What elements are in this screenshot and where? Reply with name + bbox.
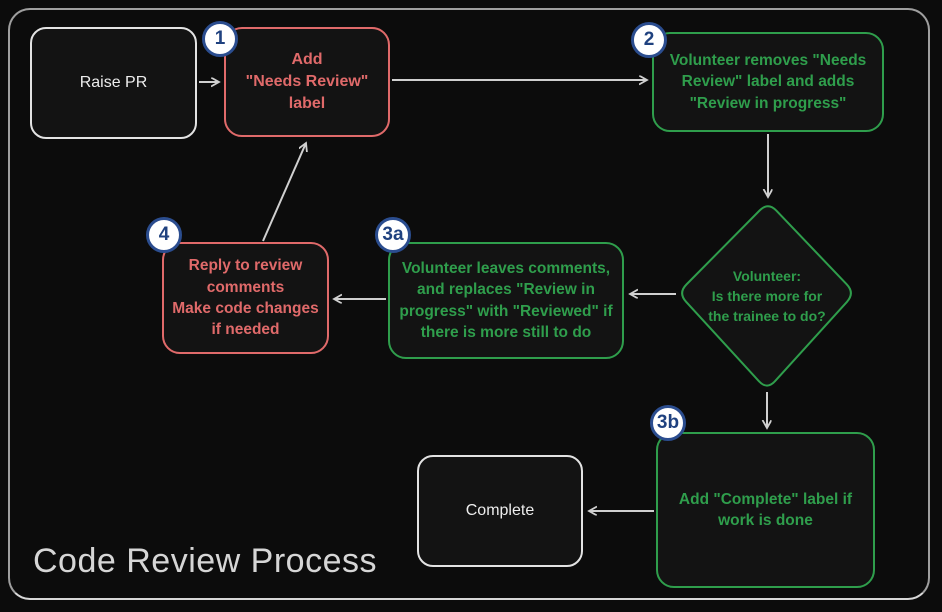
node-reply-to-review-text: Reply to review comments Make code chang… <box>172 257 319 339</box>
node-volunteer-removes-text: Volunteer removes "Needs Review" label a… <box>669 51 867 112</box>
arrow-step4-to-step1 <box>262 143 306 242</box>
node-volunteer-removes-label: 2 Volunteer removes "Needs Review" label… <box>631 22 884 132</box>
node-decision-diamond: Volunteer: Is there more for the trainee… <box>672 250 862 342</box>
step-badge-3b: 3b <box>650 405 686 441</box>
node-add-needs-review-label: 1 Add "Needs Review" label <box>202 21 390 137</box>
node-volunteer-leaves-comments: 3a Volunteer leaves comments, and replac… <box>375 217 624 359</box>
node-reply-to-review: 4 Reply to review comments Make code cha… <box>146 217 329 354</box>
diagram-title: Code Review Process <box>33 542 377 580</box>
node-add-complete-text: Add "Complete" label if work is done <box>678 490 853 529</box>
node-raise-pr-label: Raise PR <box>79 73 148 91</box>
node-add-complete-label: 3b Add "Complete" label if work is done <box>650 405 875 588</box>
node-complete: Complete <box>417 455 583 567</box>
node-volunteer-leaves-text: Volunteer leaves comments, and replaces … <box>399 259 613 341</box>
step-badge-1: 1 <box>202 21 238 57</box>
node-complete-label: Complete <box>465 501 535 519</box>
node-decision-text: Volunteer: Is there more for the trainee… <box>708 267 826 325</box>
step-badge-3a: 3a <box>375 217 411 253</box>
step-badge-2: 2 <box>631 22 667 58</box>
step-badge-4: 4 <box>146 217 182 253</box>
node-add-needs-review-text: Add "Needs Review" label <box>245 50 369 113</box>
node-raise-pr: Raise PR <box>30 27 197 139</box>
